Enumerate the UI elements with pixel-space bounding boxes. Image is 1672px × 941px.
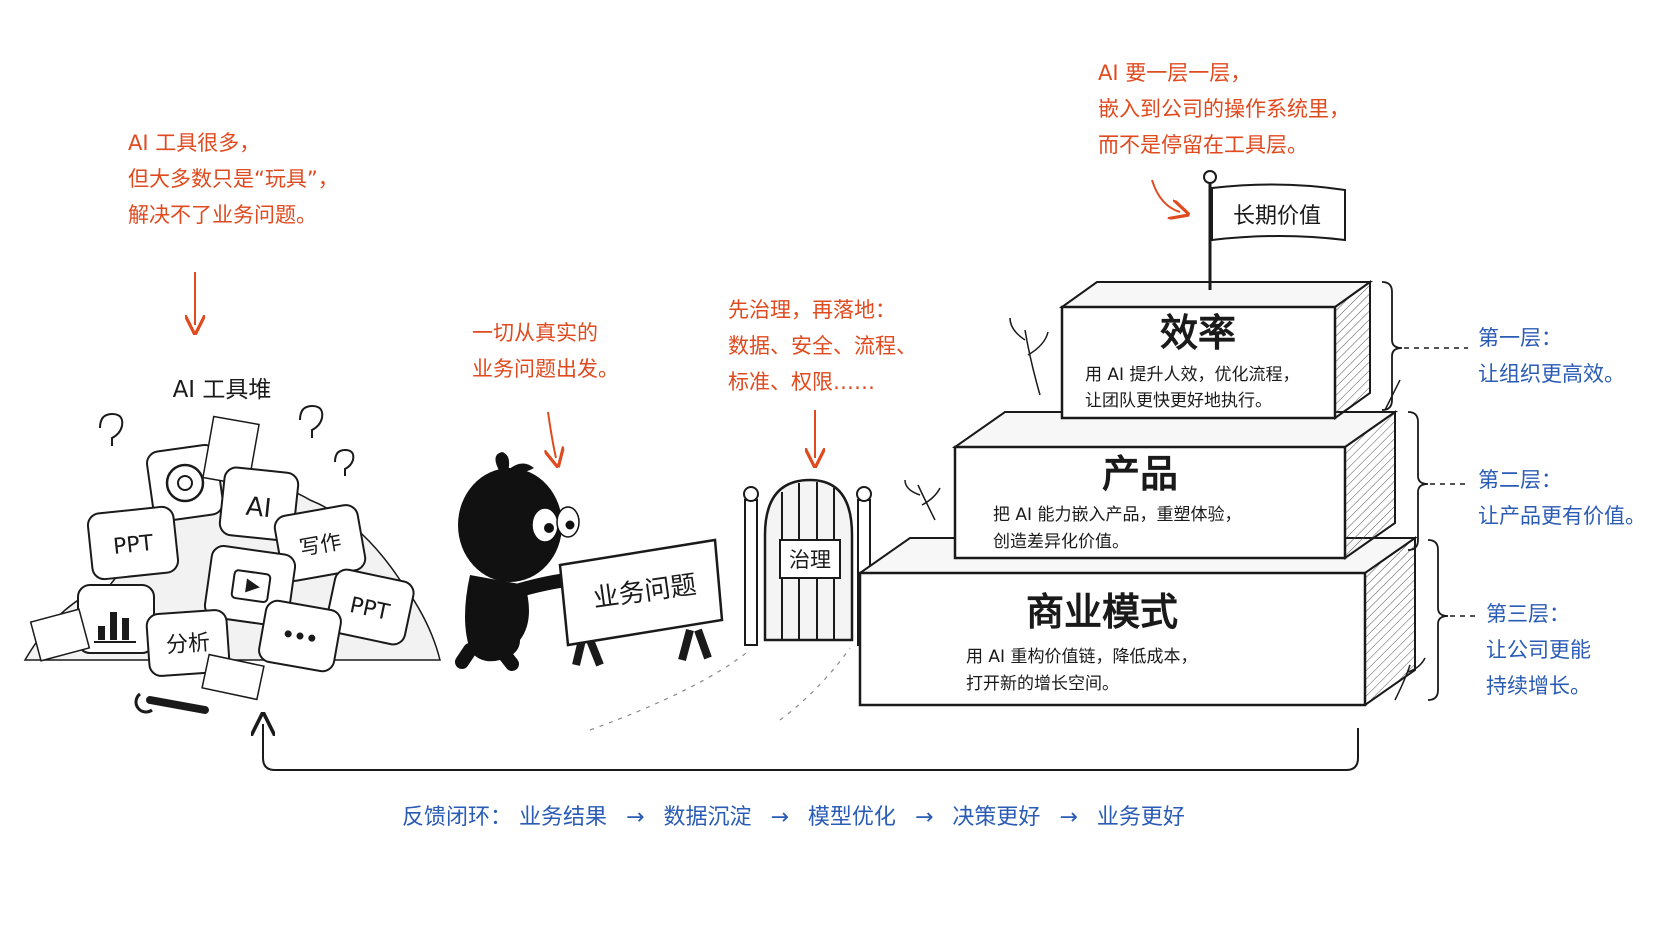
pyramid-layer-top bbox=[1060, 305, 1337, 420]
icon-label: AI bbox=[244, 492, 272, 524]
icon-label: PPT bbox=[112, 531, 155, 560]
plant-icon bbox=[904, 317, 1426, 701]
layer-top-desc: 让团队更快更好地执行。 bbox=[1085, 391, 1272, 411]
layer-top-desc: 用 AI 提升人效，优化流程， bbox=[1085, 365, 1299, 385]
feedback-arrow-line bbox=[263, 724, 1359, 771]
feedback-arrow: → bbox=[770, 805, 789, 830]
note-tools: AI 工具很多， 但大多数只是“玩具”， 解决不了业务问题。 bbox=[128, 131, 339, 227]
feedback-step: 决策更好 bbox=[952, 805, 1041, 830]
icon-label: 分析 bbox=[165, 630, 211, 658]
tool-pile: PPT AI 写作 PPT 分析 bbox=[23, 404, 441, 714]
pyramid-layer-middle bbox=[953, 445, 1347, 560]
arrow-embed bbox=[1151, 179, 1180, 212]
character bbox=[455, 452, 592, 671]
layer-note-3: 第三层： 让公司更能 持续增长。 bbox=[1486, 602, 1591, 698]
ground-path bbox=[589, 647, 851, 731]
layer-note-1: 第一层： 让组织更高效。 bbox=[1478, 326, 1625, 386]
feedback-arrow: → bbox=[1059, 805, 1078, 830]
layer-bottom-desc: 用 AI 重构价值链，降低成本， bbox=[966, 647, 1197, 667]
pyramid-layer-bottom bbox=[858, 571, 1367, 707]
flag-label: 长期价值 bbox=[1233, 204, 1321, 229]
note-governance: 先治理，再落地： 数据、安全、流程、 标准、权限…… bbox=[728, 298, 917, 394]
leader-lines bbox=[1404, 347, 1478, 617]
feedback-loop: 反馈闭环： 业务结果 → 数据沉淀 → 模型优化 → 决策更好 → 业务更好 bbox=[402, 800, 1185, 836]
layer-brackets bbox=[1381, 281, 1449, 701]
layer-middle-desc: 创造差异化价值。 bbox=[993, 532, 1129, 552]
question-mark-icon bbox=[99, 404, 355, 476]
feedback-step: 模型优化 bbox=[807, 805, 896, 830]
layer-note-2: 第二层： 让产品更有价值。 bbox=[1478, 468, 1646, 528]
business-problem-sign bbox=[558, 538, 724, 667]
governance-gate-sign: 治理 bbox=[789, 548, 831, 572]
layer-middle-desc: 把 AI 能力嵌入产品，重塑体验， bbox=[993, 505, 1241, 525]
tool-pile-title: AI 工具堆 bbox=[173, 377, 272, 403]
feedback-step: 业务结果 bbox=[519, 805, 608, 830]
video-icon bbox=[230, 569, 272, 603]
ellipsis-icon bbox=[284, 630, 316, 642]
value-pyramid bbox=[856, 280, 1419, 707]
bar-chart-icon bbox=[94, 612, 136, 643]
feedback-step: 业务更好 bbox=[1096, 805, 1185, 830]
openai-icon bbox=[165, 463, 205, 503]
arrow-problem bbox=[548, 411, 556, 458]
flag bbox=[1203, 170, 1346, 290]
feedback-arrow: → bbox=[626, 805, 645, 830]
note-problem: 一切从真实的 业务问题出发。 bbox=[472, 321, 619, 381]
layer-middle-title: 产品 bbox=[1102, 452, 1178, 496]
layer-bottom-title: 商业模式 bbox=[1026, 590, 1178, 634]
layer-bottom-desc: 打开新的增长空间。 bbox=[966, 674, 1119, 694]
feedback-label: 反馈闭环： bbox=[402, 805, 513, 830]
layer-top-title: 效率 bbox=[1160, 311, 1236, 355]
wrench-icon bbox=[134, 692, 209, 714]
feedback-step: 数据沉淀 bbox=[663, 805, 752, 830]
note-embed: AI 要一层一层， 嵌入到公司的操作系统里， 而不是停留在工具层。 bbox=[1098, 61, 1350, 157]
feedback-arrow: → bbox=[914, 805, 934, 830]
